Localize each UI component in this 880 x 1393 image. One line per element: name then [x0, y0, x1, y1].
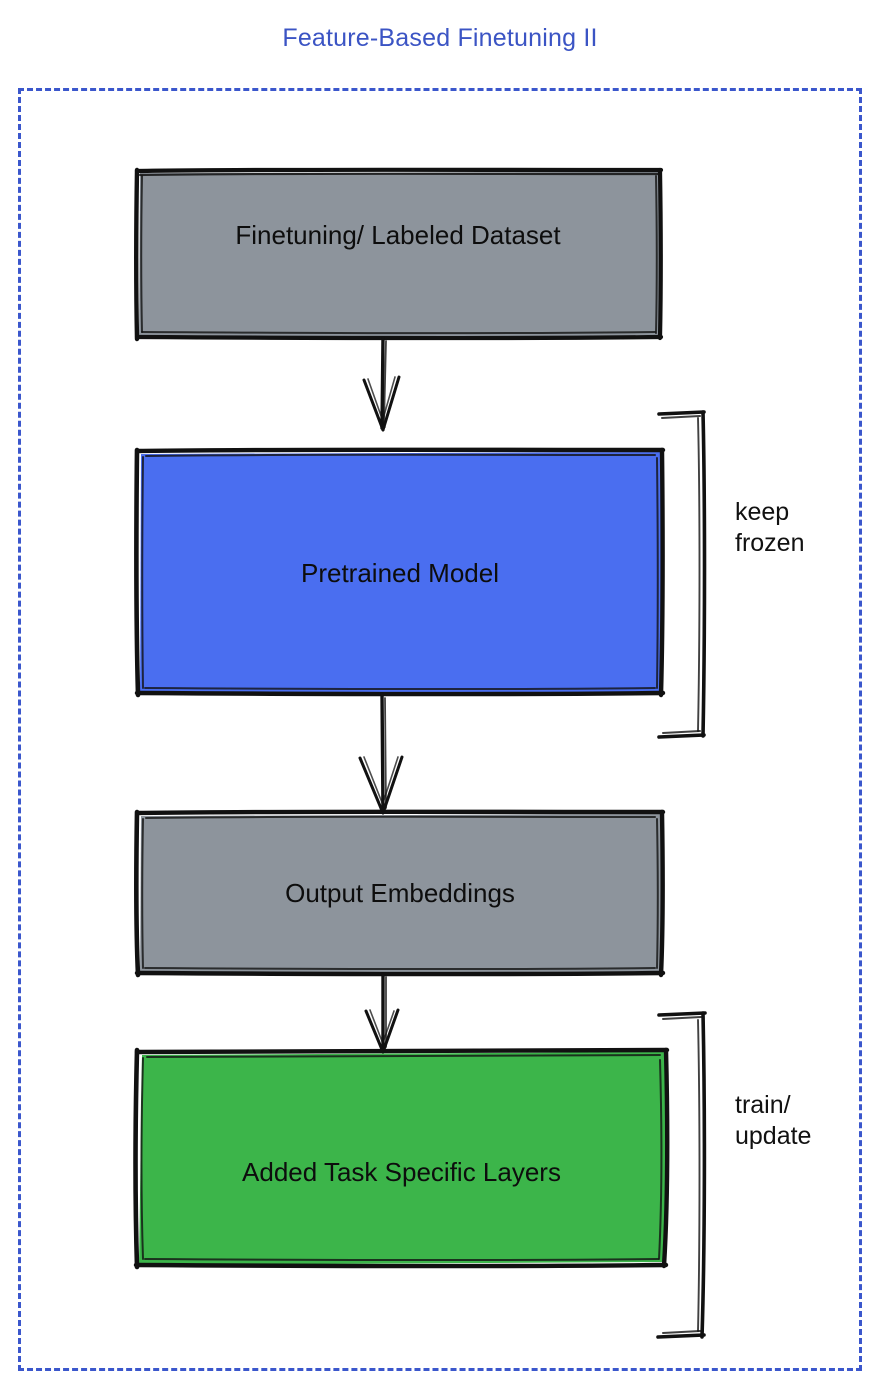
node-label-output-embeddings: Output Embeddings: [285, 878, 515, 908]
annotation-train-update: train/ update: [735, 1091, 812, 1150]
annotation-keep-frozen: keep frozen: [735, 498, 805, 557]
node-label-pretrained-model: Pretrained Model: [301, 558, 499, 588]
node-label-task-specific-layers: Added Task Specific Layers: [242, 1157, 561, 1187]
page-title: Feature-Based Finetuning II: [282, 24, 598, 52]
dashed-boundary-frame: [18, 88, 862, 1371]
node-label-dataset: Finetuning/ Labeled Dataset: [235, 220, 561, 250]
